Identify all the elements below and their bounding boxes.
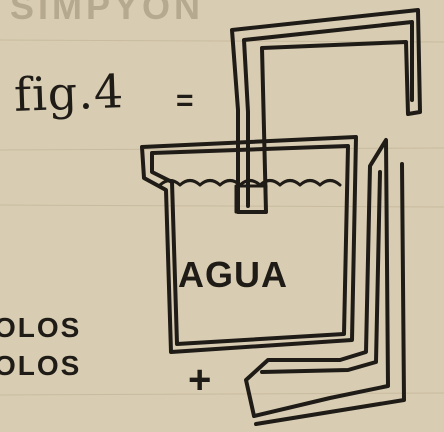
siphon-tube <box>230 8 422 426</box>
minus-sign: = <box>176 84 194 117</box>
side-text-line-2: OLOS <box>0 350 82 381</box>
faded-top-text: SIMPYON <box>10 0 205 27</box>
siphon-inlet <box>234 184 268 214</box>
side-text-line-1: OLOS <box>0 312 82 343</box>
plus-sign: + <box>188 358 212 402</box>
figure-label: fig.4 <box>13 64 125 122</box>
water-label: AGUA <box>178 254 288 295</box>
